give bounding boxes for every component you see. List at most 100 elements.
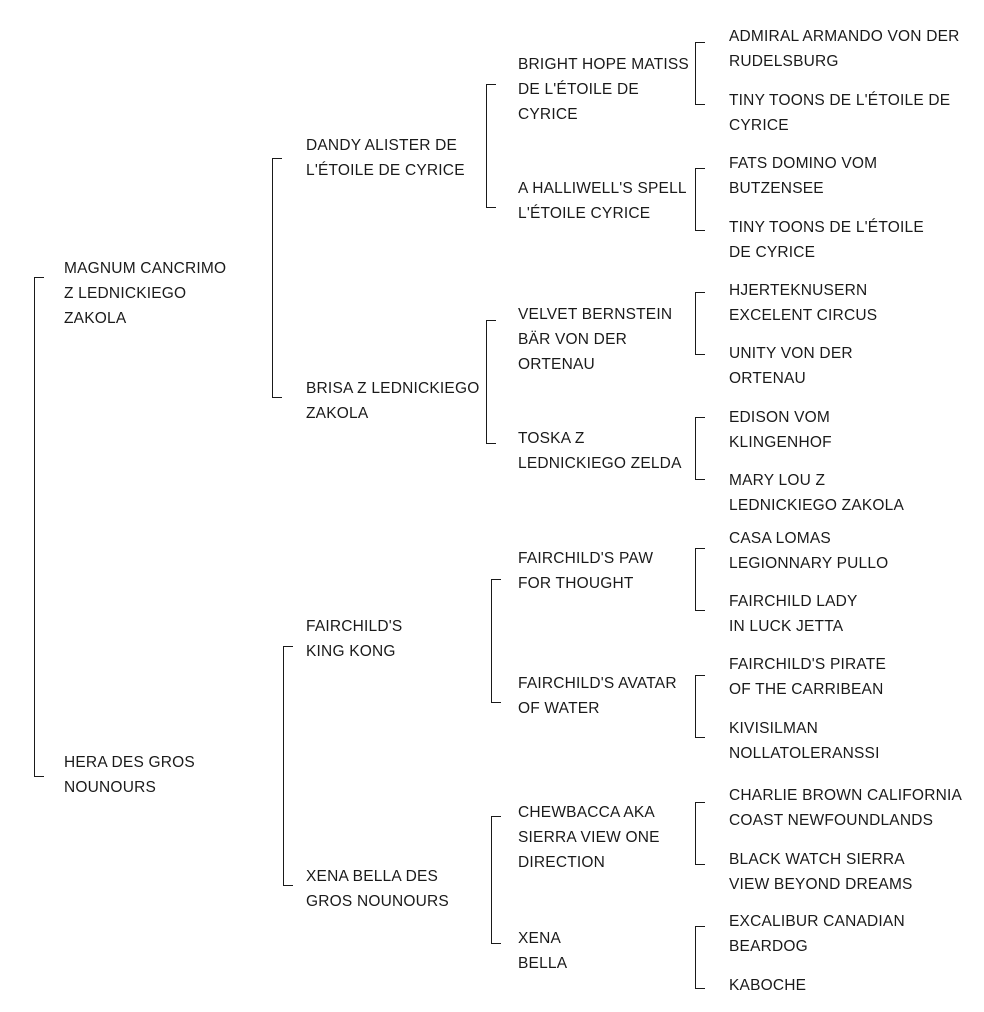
animal-name-line: MAGNUM CANCRIMO bbox=[64, 260, 227, 277]
animal-name-gen4: HJERTEKNUSERN EXCELENT CIRCUS bbox=[729, 278, 877, 328]
pedigree-bracket-gen4-2 bbox=[695, 168, 705, 231]
animal-name-gen4: KABOCHE bbox=[729, 973, 806, 998]
animal-name-line: DE L'ÉTOILE DE bbox=[518, 81, 639, 98]
pedigree-bracket-gen4-3 bbox=[695, 292, 705, 355]
animal-name-line: SIERRA VIEW ONE bbox=[518, 829, 660, 846]
animal-name-gen4: TINY TOONS DE L'ÉTOILE DE CYRICE bbox=[729, 215, 924, 265]
animal-name-gen4: EDISON VOM KLINGENHOF bbox=[729, 405, 832, 455]
animal-name-gen4: MARY LOU Z LEDNICKIEGO ZAKOLA bbox=[729, 468, 904, 518]
animal-name-line: EXCELENT CIRCUS bbox=[729, 307, 878, 324]
animal-name-gen2: DANDY ALISTER DE L'ÉTOILE DE CYRICE bbox=[306, 133, 465, 183]
animal-name-line: UNITY VON DER bbox=[729, 345, 853, 362]
animal-name-line: BUTZENSEE bbox=[729, 180, 824, 197]
animal-name-line: TOSKA Z bbox=[518, 430, 585, 447]
animal-name-line: IN LUCK JETTA bbox=[729, 618, 844, 635]
animal-name-gen2: FAIRCHILD'S KING KONG bbox=[306, 614, 402, 664]
animal-name-line: KIVISILMAN bbox=[729, 720, 818, 737]
animal-name-line: CHARLIE BROWN CALIFORNIA bbox=[729, 787, 963, 804]
pedigree-bracket-gen4-5 bbox=[695, 548, 705, 611]
animal-name-line: LEDNICKIEGO ZELDA bbox=[518, 455, 682, 472]
animal-name-gen3: BRIGHT HOPE MATISS DE L'ÉTOILE DE CYRICE bbox=[518, 52, 689, 127]
animal-name-line: COAST NEWFOUNDLANDS bbox=[729, 812, 934, 829]
animal-name-line: DIRECTION bbox=[518, 854, 606, 871]
animal-name-line: ZAKOLA bbox=[306, 405, 369, 422]
animal-name-line: FAIRCHILD LADY bbox=[729, 593, 858, 610]
animal-name-line: L'ÉTOILE CYRICE bbox=[518, 205, 651, 222]
pedigree-bracket-gen3-1 bbox=[486, 84, 496, 208]
animal-name-line: VELVET BERNSTEIN bbox=[518, 306, 673, 323]
animal-name-line: ZAKOLA bbox=[64, 310, 127, 327]
pedigree-bracket-gen4-7 bbox=[695, 802, 705, 865]
animal-name-line: HJERTEKNUSERN bbox=[729, 282, 868, 299]
animal-name-line: LEDNICKIEGO ZAKOLA bbox=[729, 497, 905, 514]
animal-name-line: XENA BELLA DES bbox=[306, 868, 439, 885]
animal-name-gen3: XENA BELLA bbox=[518, 926, 567, 976]
animal-name-line: CASA LOMAS bbox=[729, 530, 831, 547]
animal-name-line: KABOCHE bbox=[729, 977, 807, 994]
animal-name-line: FAIRCHILD'S PIRATE bbox=[729, 656, 886, 673]
pedigree-bracket-gen3-3 bbox=[491, 579, 501, 703]
animal-name-line: HERA DES GROS bbox=[64, 754, 195, 771]
animal-name-line: FOR THOUGHT bbox=[518, 575, 634, 592]
animal-name-line: BRISA Z LEDNICKIEGO bbox=[306, 380, 480, 397]
animal-name-line: BELLA bbox=[518, 955, 568, 972]
animal-name-line: XENA bbox=[518, 930, 562, 947]
animal-name-line: KING KONG bbox=[306, 643, 396, 660]
animal-name-gen3: A HALLIWELL'S SPELL L'ÉTOILE CYRICE bbox=[518, 176, 687, 226]
animal-name-line: ADMIRAL ARMANDO VON DER bbox=[729, 28, 960, 45]
animal-name-line: EDISON VOM bbox=[729, 409, 831, 426]
animal-name-line: OF THE CARRIBEAN bbox=[729, 681, 884, 698]
animal-name-line: FATS DOMINO VOM bbox=[729, 155, 878, 172]
animal-name-line: BRIGHT HOPE MATISS bbox=[518, 56, 689, 73]
animal-name-line: CHEWBACCA AKA bbox=[518, 804, 655, 821]
animal-name-line: MARY LOU Z bbox=[729, 472, 826, 489]
animal-name-gen4: FAIRCHILD'S PIRATE OF THE CARRIBEAN bbox=[729, 652, 886, 702]
animal-name-line: KLINGENHOF bbox=[729, 434, 832, 451]
animal-name-gen4: ADMIRAL ARMANDO VON DER RUDELSBURG bbox=[729, 24, 960, 74]
animal-name-gen3: TOSKA Z LEDNICKIEGO ZELDA bbox=[518, 426, 682, 476]
animal-name-line: A HALLIWELL'S SPELL bbox=[518, 180, 687, 197]
animal-name-line: EXCALIBUR CANADIAN bbox=[729, 913, 905, 930]
animal-name-line: TINY TOONS DE L'ÉTOILE bbox=[729, 219, 924, 236]
animal-name-line: NOUNOURS bbox=[64, 779, 157, 796]
animal-name-line: GROS NOUNOURS bbox=[306, 893, 449, 910]
animal-name-line: FAIRCHILD'S PAW bbox=[518, 550, 654, 567]
animal-name-gen4: FATS DOMINO VOM BUTZENSEE bbox=[729, 151, 877, 201]
pedigree-bracket-gen4-6 bbox=[695, 675, 705, 738]
animal-name-line: DE CYRICE bbox=[729, 244, 816, 261]
animal-name-gen4: EXCALIBUR CANADIAN BEARDOG bbox=[729, 909, 905, 959]
animal-name-line: RUDELSBURG bbox=[729, 53, 839, 70]
animal-name-gen1: HERA DES GROS NOUNOURS bbox=[64, 750, 195, 800]
animal-name-gen3: FAIRCHILD'S PAW FOR THOUGHT bbox=[518, 546, 653, 596]
animal-name-gen2: XENA BELLA DES GROS NOUNOURS bbox=[306, 864, 449, 914]
pedigree-bracket-gen1-1 bbox=[34, 277, 44, 777]
animal-name-gen4: CHARLIE BROWN CALIFORNIA COAST NEWFOUNDLA… bbox=[729, 783, 962, 833]
animal-name-line: L'ÉTOILE DE CYRICE bbox=[306, 162, 465, 179]
animal-name-line: CYRICE bbox=[518, 106, 578, 123]
animal-name-line: VIEW BEYOND DREAMS bbox=[729, 876, 913, 893]
animal-name-line: FAIRCHILD'S bbox=[306, 618, 403, 635]
pedigree-bracket-gen4-1 bbox=[695, 42, 705, 105]
animal-name-line: BEARDOG bbox=[729, 938, 808, 955]
animal-name-line: CYRICE bbox=[729, 117, 789, 134]
animal-name-gen4: FAIRCHILD LADY IN LUCK JETTA bbox=[729, 589, 858, 639]
pedigree-bracket-gen3-2 bbox=[486, 320, 496, 444]
animal-name-line: ORTENAU bbox=[518, 356, 595, 373]
animal-name-gen3: CHEWBACCA AKA SIERRA VIEW ONE DIRECTION bbox=[518, 800, 660, 875]
pedigree-bracket-gen2-2 bbox=[283, 646, 293, 886]
pedigree-bracket-gen4-8 bbox=[695, 926, 705, 989]
pedigree-bracket-gen4-4 bbox=[695, 417, 705, 480]
animal-name-line: BÄR VON DER bbox=[518, 331, 627, 348]
animal-name-line: NOLLATOLERANSSI bbox=[729, 745, 880, 762]
animal-name-gen4: KIVISILMAN NOLLATOLERANSSI bbox=[729, 716, 880, 766]
animal-name-gen3: VELVET BERNSTEIN BÄR VON DER ORTENAU bbox=[518, 302, 672, 377]
animal-name-line: DANDY ALISTER DE bbox=[306, 137, 458, 154]
animal-name-line: OF WATER bbox=[518, 700, 600, 717]
